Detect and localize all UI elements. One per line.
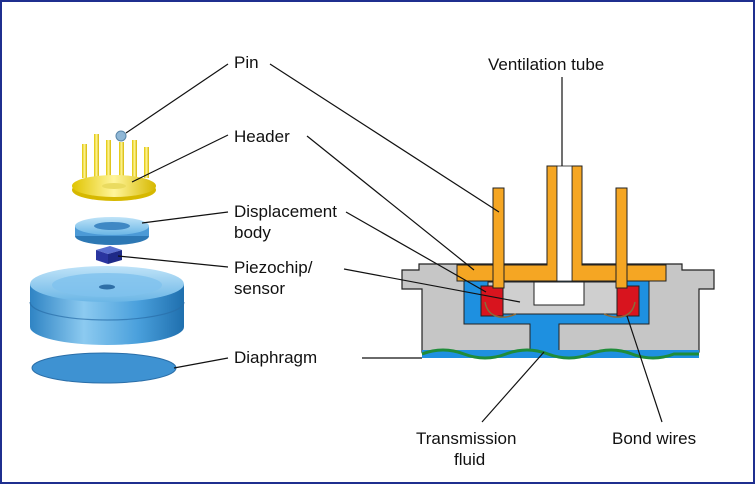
pin-left [492,187,505,289]
label-displacement-line1: Displacement [234,202,337,221]
piezochip-part [96,246,122,264]
label-header: Header [234,127,290,146]
bond-wire-right [603,301,636,318]
bond-wire-left [484,301,517,318]
labels: Pin Header Displacement body Piezochip/ … [234,53,696,469]
center-chamber [533,281,585,306]
housing-disk [29,266,185,345]
piezo-block-right [616,285,640,317]
label-piezo-line2: sensor [234,279,285,298]
ventilation-tube [556,165,573,282]
displacement-body-part [75,217,149,245]
cross-section [401,165,715,360]
label-displacement-line2: body [234,223,271,242]
diaphragm-disk [31,352,177,384]
pin-group [82,130,149,178]
leader-lines [117,63,663,423]
pin-right [615,187,628,289]
label-diaphragm: Diaphragm [234,348,317,367]
exploded-view [29,130,185,384]
header-ring [72,175,156,201]
label-bond-wires: Bond wires [612,429,696,448]
label-transmission-line1: Transmission [416,429,516,448]
diaphragm-membrane [421,348,699,360]
label-pin: Pin [234,53,259,72]
label-piezo-line1: Piezochip/ [234,258,313,277]
label-ventilation-tube: Ventilation tube [488,55,604,74]
label-transmission-line2: fluid [454,450,485,469]
